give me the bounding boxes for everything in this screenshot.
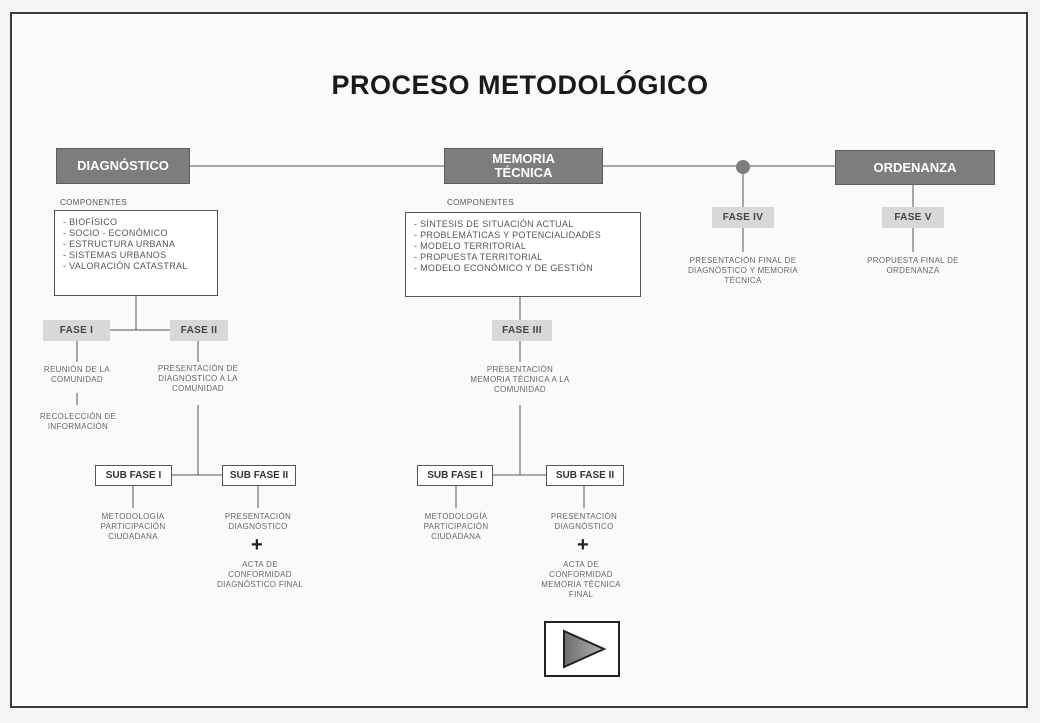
play-icon	[563, 629, 607, 669]
play-button[interactable]	[544, 621, 620, 677]
memoria-componente-item: - MODELO TERRITORIAL	[414, 241, 527, 251]
fase-ii-text: PRESENTACIÓN DE DIAGNÓSTICO A LA COMUNID…	[157, 364, 239, 393]
fase-v: FASE V	[882, 207, 944, 228]
diagnostico-componentes-box: - BIOFÍSICO- SOCIO - ECONÓMICO- ESTRUCTU…	[54, 210, 218, 296]
mem-sub-fase-i-text: METODOLOGÍA PARTICIPACIÓN CIUDADANA	[423, 512, 489, 541]
diagnostico-componente-item: - VALORACIÓN CATASTRAL	[63, 261, 188, 271]
fase-iv-text: PRESENTACIÓN FINAL DE DIAGNÓSTICO Y MEMO…	[687, 256, 799, 285]
fase-ii: FASE II	[170, 320, 228, 341]
memoria-componentes-box: - SÍNTESIS DE SITUACIÓN ACTUAL- PROBLEMÁ…	[405, 212, 641, 297]
fase-i: FASE I	[43, 320, 110, 341]
diagnostico-componente-item: - ESTRUCTURA URBANA	[63, 239, 176, 249]
diag-sub-fase-ii-text-2: ACTA DE CONFORMIDAD DIAGNÓSTICO FINAL	[217, 560, 303, 589]
connector-dot	[736, 160, 750, 174]
fase-i-text-2: RECOLECCIÓN DE INFORMACIÓN	[39, 412, 117, 431]
memoria-componente-item: - PROBLEMÁTICAS Y POTENCIALIDADES	[414, 230, 602, 240]
header-memoria-tecnica: MEMORIA TÉCNICA	[444, 148, 603, 184]
diag-sub-fase-ii: SUB FASE II	[222, 465, 296, 486]
diagnostico-componentes-label: COMPONENTES	[60, 198, 128, 207]
fase-i-text: REUNIÓN DE LA COMUNIDAD	[43, 365, 111, 384]
mem-plus-icon: +	[577, 534, 589, 556]
mem-sub-fase-ii-text: PRESENTACIÓN DIAGNÓSTICO	[550, 512, 618, 531]
fase-iii: FASE III	[492, 320, 552, 341]
memoria-componente-item: - PROPUESTA TERRITORIAL	[414, 252, 543, 262]
mem-sub-fase-ii: SUB FASE II	[546, 465, 624, 486]
diagnostico-componente-item: - SISTEMAS URBANOS	[63, 250, 167, 260]
slide-frame	[10, 12, 1028, 708]
diagnostico-componente-item: - SOCIO - ECONÓMICO	[63, 228, 168, 238]
diagnostico-componentes-list: - BIOFÍSICO- SOCIO - ECONÓMICO- ESTRUCTU…	[63, 217, 209, 272]
fase-v-text: PROPUESTA FINAL DE ORDENANZA	[867, 256, 959, 275]
memoria-componente-item: - MODELO ECONÓMICO Y DE GESTIÓN	[414, 263, 593, 273]
fase-iii-text: PRESENTACIÓN MEMORIA TÉCNICA A LA COMUNI…	[470, 365, 570, 394]
header-diagnostico: DIAGNÓSTICO	[56, 148, 190, 184]
header-ordenanza: ORDENANZA	[835, 150, 995, 185]
diag-sub-fase-i-text: METODOLOGÍA PARTICIPACIÓN CIUDADANA	[100, 512, 166, 541]
diag-sub-fase-i: SUB FASE I	[95, 465, 172, 486]
mem-sub-fase-i: SUB FASE I	[417, 465, 493, 486]
page-title: PROCESO METODOLÓGICO	[331, 70, 709, 100]
fase-iv: FASE IV	[712, 207, 774, 228]
diag-sub-fase-ii-text: PRESENTACIÓN DIAGNÓSTICO	[224, 512, 292, 531]
memoria-componentes-label: COMPONENTES	[447, 198, 515, 207]
mem-sub-fase-ii-text-2: ACTA DE CONFORMIDAD MEMORIA TÉCNICA FINA…	[541, 560, 621, 599]
memoria-componentes-list: - SÍNTESIS DE SITUACIÓN ACTUAL- PROBLEMÁ…	[414, 219, 632, 274]
diagnostico-componente-item: - BIOFÍSICO	[63, 217, 118, 227]
memoria-componente-item: - SÍNTESIS DE SITUACIÓN ACTUAL	[414, 219, 574, 229]
diag-plus-icon: +	[251, 534, 263, 556]
